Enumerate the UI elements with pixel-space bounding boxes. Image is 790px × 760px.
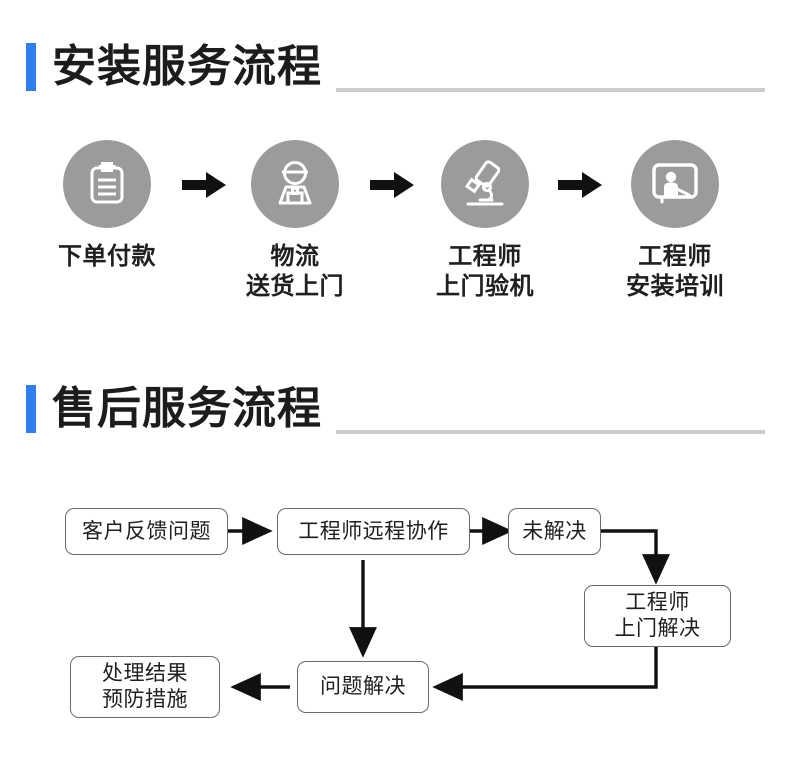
training-board-icon [648, 157, 702, 211]
flow-node-result-and-prevention[interactable]: 处理结果 预防措施 [70, 656, 220, 718]
aftersales-flowchart: 客户反馈问题 工程师远程协作 未解决 工程师 上门解决 问题解决 处理结果 预防… [0, 470, 790, 740]
install-step-3[interactable]: 工程师 上门验机 [400, 140, 570, 302]
edge-onsite-to-solved [432, 647, 658, 701]
arrow-step-2-to-3 [370, 170, 416, 200]
step-3-label: 工程师 上门验机 [436, 243, 534, 300]
clipboard-icon [81, 158, 133, 210]
section-heading-install: 安装服务流程 [0, 36, 790, 98]
microscope-icon [458, 157, 512, 211]
heading-divider-line-2 [336, 430, 765, 434]
flow-node-customer-feedback[interactable]: 客户反馈问题 [65, 508, 228, 555]
arrow-step-3-to-4 [558, 170, 604, 200]
heading-divider-line [336, 88, 765, 92]
arrow-step-1-to-2 [182, 170, 228, 200]
flow-node-engineer-remote-support[interactable]: 工程师远程协作 [277, 508, 470, 555]
step-1-label: 下单付款 [58, 243, 156, 270]
section-heading-aftersales: 售后服务流程 [0, 378, 790, 440]
flow-node-engineer-onsite-fix[interactable]: 工程师 上门解决 [584, 585, 731, 647]
install-step-1[interactable]: 下单付款 [22, 140, 192, 272]
step-1-circle [63, 140, 151, 228]
flow-node-problem-solved[interactable]: 问题解决 [297, 661, 429, 713]
flow-node-unresolved[interactable]: 未解决 [508, 508, 601, 555]
step-4-label: 工程师 安装培训 [626, 243, 724, 300]
page-title-install: 安装服务流程 [52, 42, 322, 91]
install-process-row: 下单付款 物流 送货上门 [0, 140, 790, 340]
edge-unresolved-to-onsite [601, 529, 670, 585]
step-2-circle [251, 140, 339, 228]
step-2-label: 物流 送货上门 [246, 243, 344, 300]
install-step-4[interactable]: 工程师 安装培训 [590, 140, 760, 302]
heading-accent-bar-2 [26, 385, 36, 433]
delivery-person-icon [268, 157, 322, 211]
heading-accent-bar [26, 43, 36, 91]
step-3-circle [441, 140, 529, 228]
install-step-2[interactable]: 物流 送货上门 [210, 140, 380, 302]
step-4-circle [631, 140, 719, 228]
page-title-aftersales: 售后服务流程 [52, 384, 322, 433]
flowchart-connectors [228, 517, 670, 701]
